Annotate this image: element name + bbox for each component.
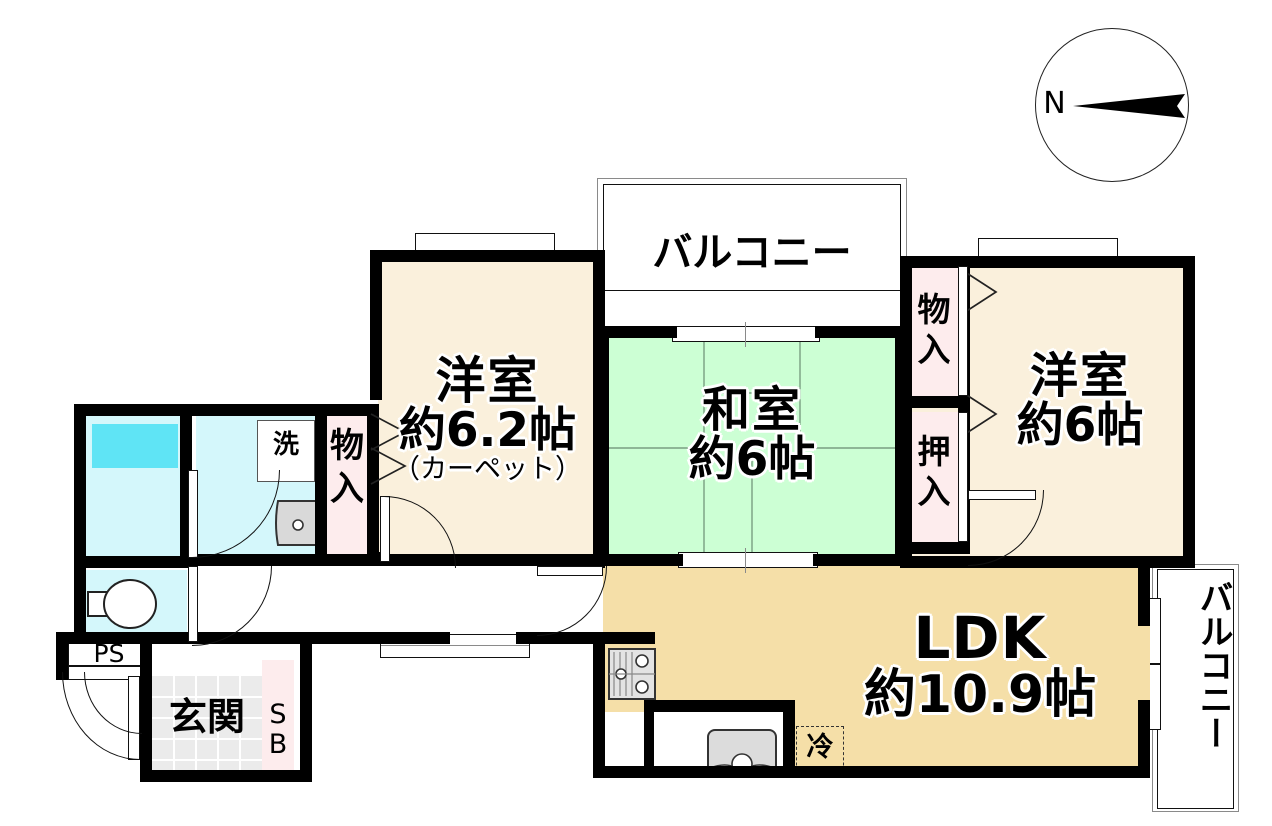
wall (370, 250, 605, 262)
wall (1183, 256, 1195, 568)
wall (315, 404, 327, 566)
balcony-top-inner (603, 184, 901, 291)
wall (644, 700, 784, 712)
wall (900, 256, 1195, 268)
oshiire-fill (908, 412, 960, 542)
balcony-right-inner (1157, 569, 1234, 809)
wall (815, 326, 905, 338)
kitchen-sink-icon (707, 729, 777, 777)
window-corridor-mullion (381, 645, 529, 647)
wall (593, 632, 655, 644)
refrigerator-label: 冷 (806, 732, 834, 763)
sliding-door-washitsu-ldk (678, 552, 818, 568)
wall (597, 554, 683, 566)
monoire-left-label: 物 入 (330, 426, 364, 509)
wall (783, 700, 795, 778)
wall (74, 404, 324, 416)
wall (300, 632, 312, 782)
balcony-right-label: バルコニー (1193, 580, 1233, 750)
japanese-room-6-label: 和室 約6帖 (688, 382, 816, 487)
wall (74, 404, 86, 640)
shoe-box-fill (262, 660, 294, 782)
wall (597, 326, 609, 566)
monoire-right-label: 物 入 (917, 290, 951, 370)
ldk-label: LDK 約10.9帖 (863, 604, 1097, 726)
wall (644, 700, 654, 778)
monoire-left-folding-door[interactable] (369, 412, 409, 486)
sliding-door-washitsu-ldk-mullion (745, 548, 747, 573)
wall (1138, 700, 1150, 778)
western-room-62-label: 洋室 約6.2帖 （カーペット） (393, 352, 582, 485)
western-room-6-label: 洋室 約6帖 (1016, 348, 1144, 453)
wall (140, 770, 312, 782)
wall (900, 542, 970, 554)
compass-label: N (1037, 86, 1072, 121)
oshiire-label: 押 入 (917, 432, 951, 512)
wall (315, 554, 379, 566)
tatami-grid (607, 338, 897, 556)
pipe-space-label: PS (93, 639, 125, 668)
oshiire-door-panel[interactable] (958, 412, 968, 542)
balcony-top-label: バルコニー (652, 230, 852, 276)
wall (900, 556, 1195, 568)
genkan-label: 玄関 (168, 695, 245, 739)
monoire-right-fill (908, 266, 960, 396)
wall (593, 632, 605, 778)
wall (140, 632, 152, 782)
wall (1138, 556, 1150, 626)
wall (597, 326, 677, 338)
wall (186, 554, 326, 566)
wall (516, 632, 606, 644)
genkan-tile-pattern (152, 676, 262, 782)
genkan-floor (152, 676, 262, 782)
wall (900, 396, 970, 408)
wall (813, 554, 907, 566)
wall (593, 766, 793, 778)
monoire-left-fill (325, 410, 369, 560)
wall (56, 632, 150, 644)
monoire-right-folding-door[interactable] (960, 268, 1000, 478)
wall (370, 250, 382, 400)
wall (367, 404, 379, 566)
wall (300, 632, 450, 644)
toilet-icon (87, 579, 157, 629)
compass-north-arrow-icon (1073, 94, 1185, 118)
bathtub-icon (92, 424, 178, 468)
washing-machine-label: 洗 (272, 430, 299, 460)
gas-stove-icon (608, 648, 656, 700)
wall (74, 556, 192, 568)
wall (315, 404, 379, 416)
wall (56, 632, 68, 680)
window-washitsu-top-mullion (745, 322, 747, 347)
shoe-box-label: S B (268, 699, 288, 760)
monoire-right-door-panel[interactable] (958, 266, 968, 396)
